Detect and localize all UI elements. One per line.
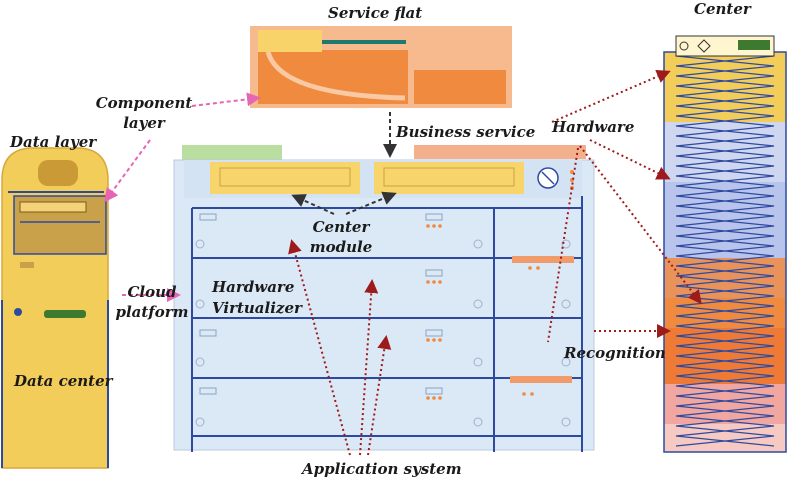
label-cloud-platform-1: Cloud (127, 283, 177, 301)
label-center-module-1: Center (312, 218, 370, 236)
rack-zigzag-lines (675, 55, 775, 447)
center-rack (663, 35, 787, 453)
label-component-layer-2: layer (123, 114, 165, 132)
label-data-layer: Data layer (10, 133, 97, 151)
label-center-module-2: module (309, 238, 373, 256)
label-center: Center (694, 0, 751, 18)
label-service-flat: Service flat (328, 4, 423, 22)
label-cloud-platform-2: platform (115, 303, 189, 321)
arrow-hardware-mid (589, 139, 671, 180)
data-center-cabinet (1, 147, 109, 469)
arrow-app-2 (359, 279, 379, 456)
service-flat-panel (250, 26, 512, 108)
label-application-system: Application system (302, 460, 462, 478)
arrow-component-to-service (191, 92, 261, 107)
arrow-center-module-left (291, 194, 335, 215)
label-hardware-virtualizer-2: Virtualizer (212, 299, 302, 317)
label-hardware: Hardware (552, 118, 635, 136)
arrow-component-to-cabinet (104, 139, 151, 203)
label-data-center: Data center (14, 372, 113, 390)
label-recognition: Recognition (564, 344, 666, 362)
label-hardware-virtualizer-1: Hardware (212, 278, 295, 296)
arrow-app-1 (288, 239, 351, 456)
label-business-service: Business service (396, 123, 536, 141)
label-component-layer-1: Component (95, 94, 193, 112)
arrow-center-module-right (345, 191, 397, 215)
arrow-hardware-top (551, 69, 671, 123)
server-rack (173, 145, 595, 452)
